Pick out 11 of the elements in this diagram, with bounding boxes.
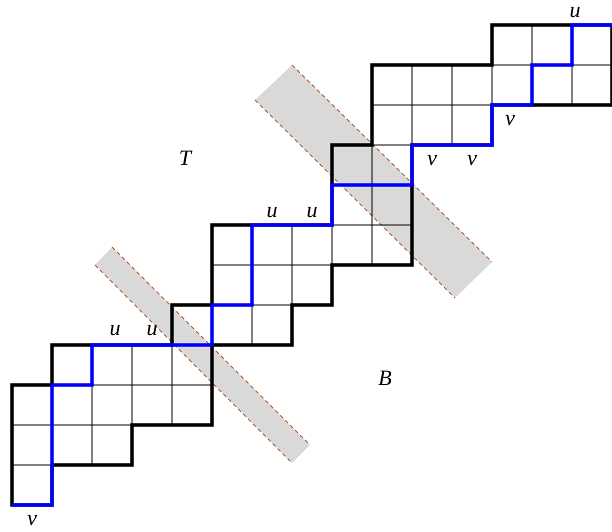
step-label: v: [427, 147, 437, 169]
step-label: u: [266, 199, 278, 221]
step-label: v: [27, 507, 37, 529]
step-label: u: [570, 0, 580, 21]
region-label: B: [378, 367, 392, 389]
step-label: v: [467, 147, 477, 169]
step-label: u: [306, 199, 318, 221]
step-label: u: [146, 317, 158, 339]
step-label: u: [110, 317, 120, 339]
step-label: v: [505, 107, 515, 129]
region-label: T: [178, 147, 192, 169]
